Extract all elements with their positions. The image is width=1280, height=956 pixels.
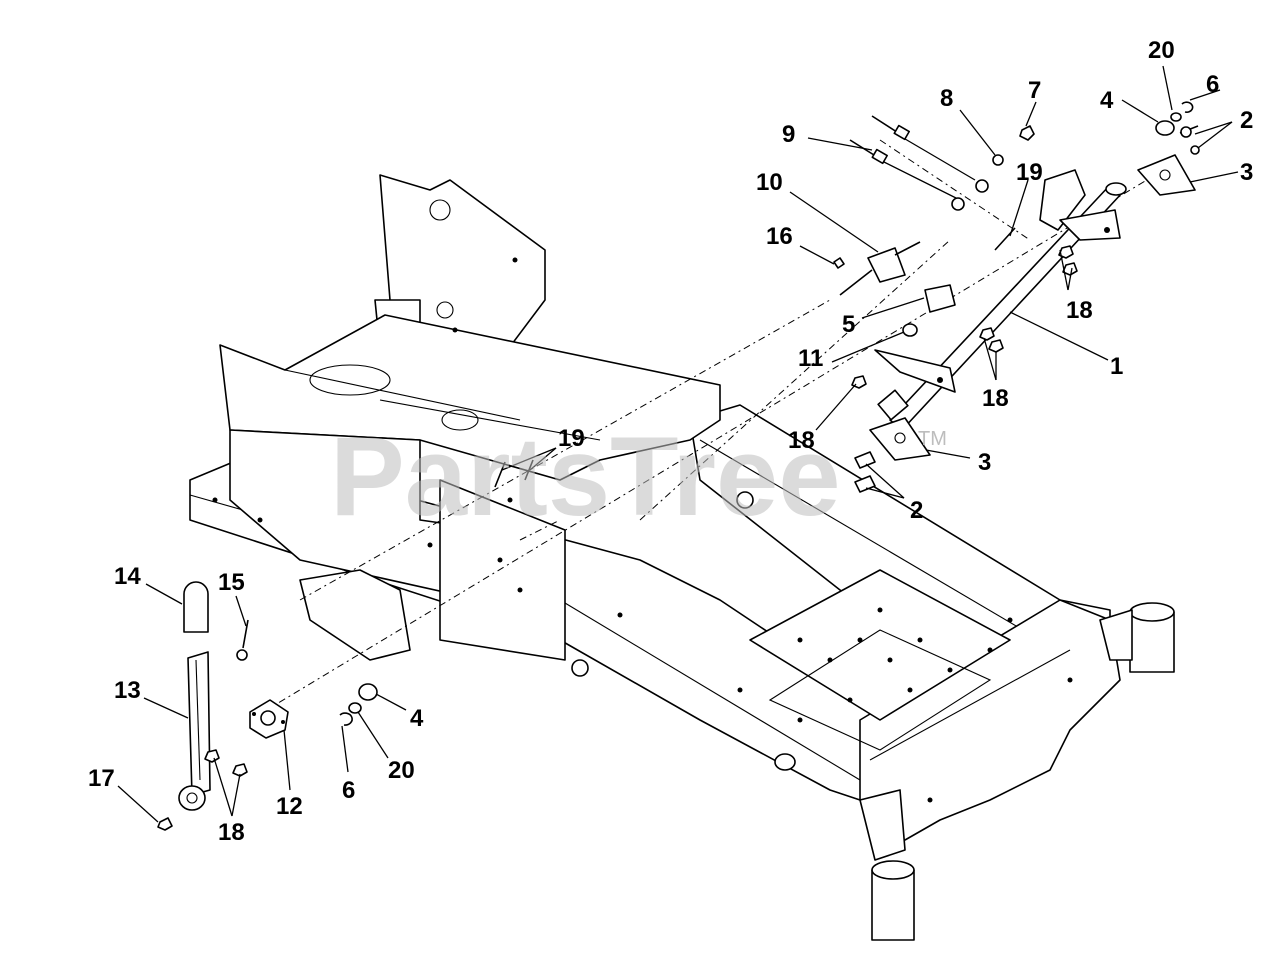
- callout-2-mid: 2: [910, 497, 923, 524]
- callout-18-bottom: 18: [218, 819, 245, 846]
- callout-8: 8: [940, 85, 953, 112]
- arm-10: [839, 241, 921, 296]
- stud-19-left-a: [494, 461, 506, 488]
- pin-16: [833, 257, 845, 269]
- nut-7: [1019, 125, 1035, 141]
- clip-6-bottom: [339, 712, 353, 726]
- pins-2-mid: [854, 451, 876, 493]
- callout-17: 17: [88, 765, 115, 792]
- callout-20-bottom: 20: [388, 757, 415, 784]
- washer-20-top: [1170, 112, 1182, 122]
- callout-1: 1: [1110, 353, 1123, 380]
- callout-6-bottom: 6: [342, 777, 355, 804]
- sleeve-5: [924, 284, 956, 313]
- bracket-3-mid: [869, 417, 931, 461]
- nut-18-g: [232, 763, 248, 777]
- callout-3-mid: 3: [978, 449, 991, 476]
- callout-19-top: 19: [1016, 159, 1043, 186]
- assembly-lines: [249, 139, 1181, 721]
- callouts: 20 6 4 2 3 8 7 9 19 10 16 18 5 11 1 18 1…: [88, 37, 1253, 846]
- bushing-4-top: [1155, 120, 1175, 136]
- bushing-4-bottom: [358, 683, 378, 701]
- callout-15: 15: [218, 569, 245, 596]
- rod-8: [871, 115, 989, 193]
- callout-10: 10: [756, 169, 783, 196]
- rod-9: [849, 139, 961, 201]
- grip-14: [183, 581, 209, 633]
- frame-boss-rear: [774, 753, 796, 771]
- callout-4-top: 4: [1100, 87, 1114, 114]
- callout-7: 7: [1028, 77, 1041, 104]
- frame-holes: [212, 257, 1073, 803]
- callout-9: 9: [782, 121, 795, 148]
- pivot-boss-right: [736, 491, 754, 509]
- callout-14: 14: [114, 563, 141, 590]
- callout-3-top: 3: [1240, 159, 1253, 186]
- callout-18-right: 18: [1066, 297, 1093, 324]
- shaft-tube: [874, 169, 1127, 431]
- callout-18-center: 18: [788, 427, 815, 454]
- pivot-boss-left: [571, 659, 589, 677]
- watermark-tm: TM: [918, 428, 947, 450]
- nut-17: [157, 817, 173, 831]
- callout-5: 5: [842, 311, 855, 338]
- leader-lines: [117, 65, 1239, 823]
- callout-6-top: 6: [1206, 71, 1219, 98]
- main-frame: [189, 174, 1175, 941]
- seat-deck: [219, 314, 721, 661]
- rear-caster-left: [859, 789, 915, 941]
- rear-caster-right: [1099, 602, 1175, 673]
- stud-19-left-b: [524, 459, 534, 481]
- washer-20-bottom: [348, 702, 362, 714]
- watermark: PartsTree: [330, 414, 841, 539]
- washer-11: [902, 323, 918, 337]
- callout-13: 13: [114, 677, 141, 704]
- callout-20-top: 20: [1148, 37, 1175, 64]
- nut-18-a: [1058, 245, 1074, 259]
- callout-18-mid: 18: [982, 385, 1009, 412]
- callout-11: 11: [798, 345, 823, 372]
- bolt-15: [236, 619, 249, 661]
- callout-16: 16: [766, 223, 793, 250]
- flange-bearing-12: [249, 699, 289, 739]
- nut-18-c: [979, 327, 995, 341]
- nut-18-d: [988, 339, 1004, 353]
- clip-6-top: [1181, 101, 1194, 113]
- nut-rod-9: [951, 197, 965, 211]
- washer-8: [992, 154, 1004, 166]
- nut-18-f: [204, 749, 220, 763]
- lever-13: [178, 651, 211, 811]
- callout-2-top: 2: [1240, 107, 1253, 134]
- callout-12: 12: [276, 793, 303, 820]
- bracket-3-top: [1137, 154, 1196, 196]
- nut-18-b: [1062, 262, 1078, 276]
- callout-4-bottom: 4: [410, 705, 424, 732]
- callout-19-left: 19: [558, 425, 585, 452]
- pins-2-top: [1179, 125, 1200, 155]
